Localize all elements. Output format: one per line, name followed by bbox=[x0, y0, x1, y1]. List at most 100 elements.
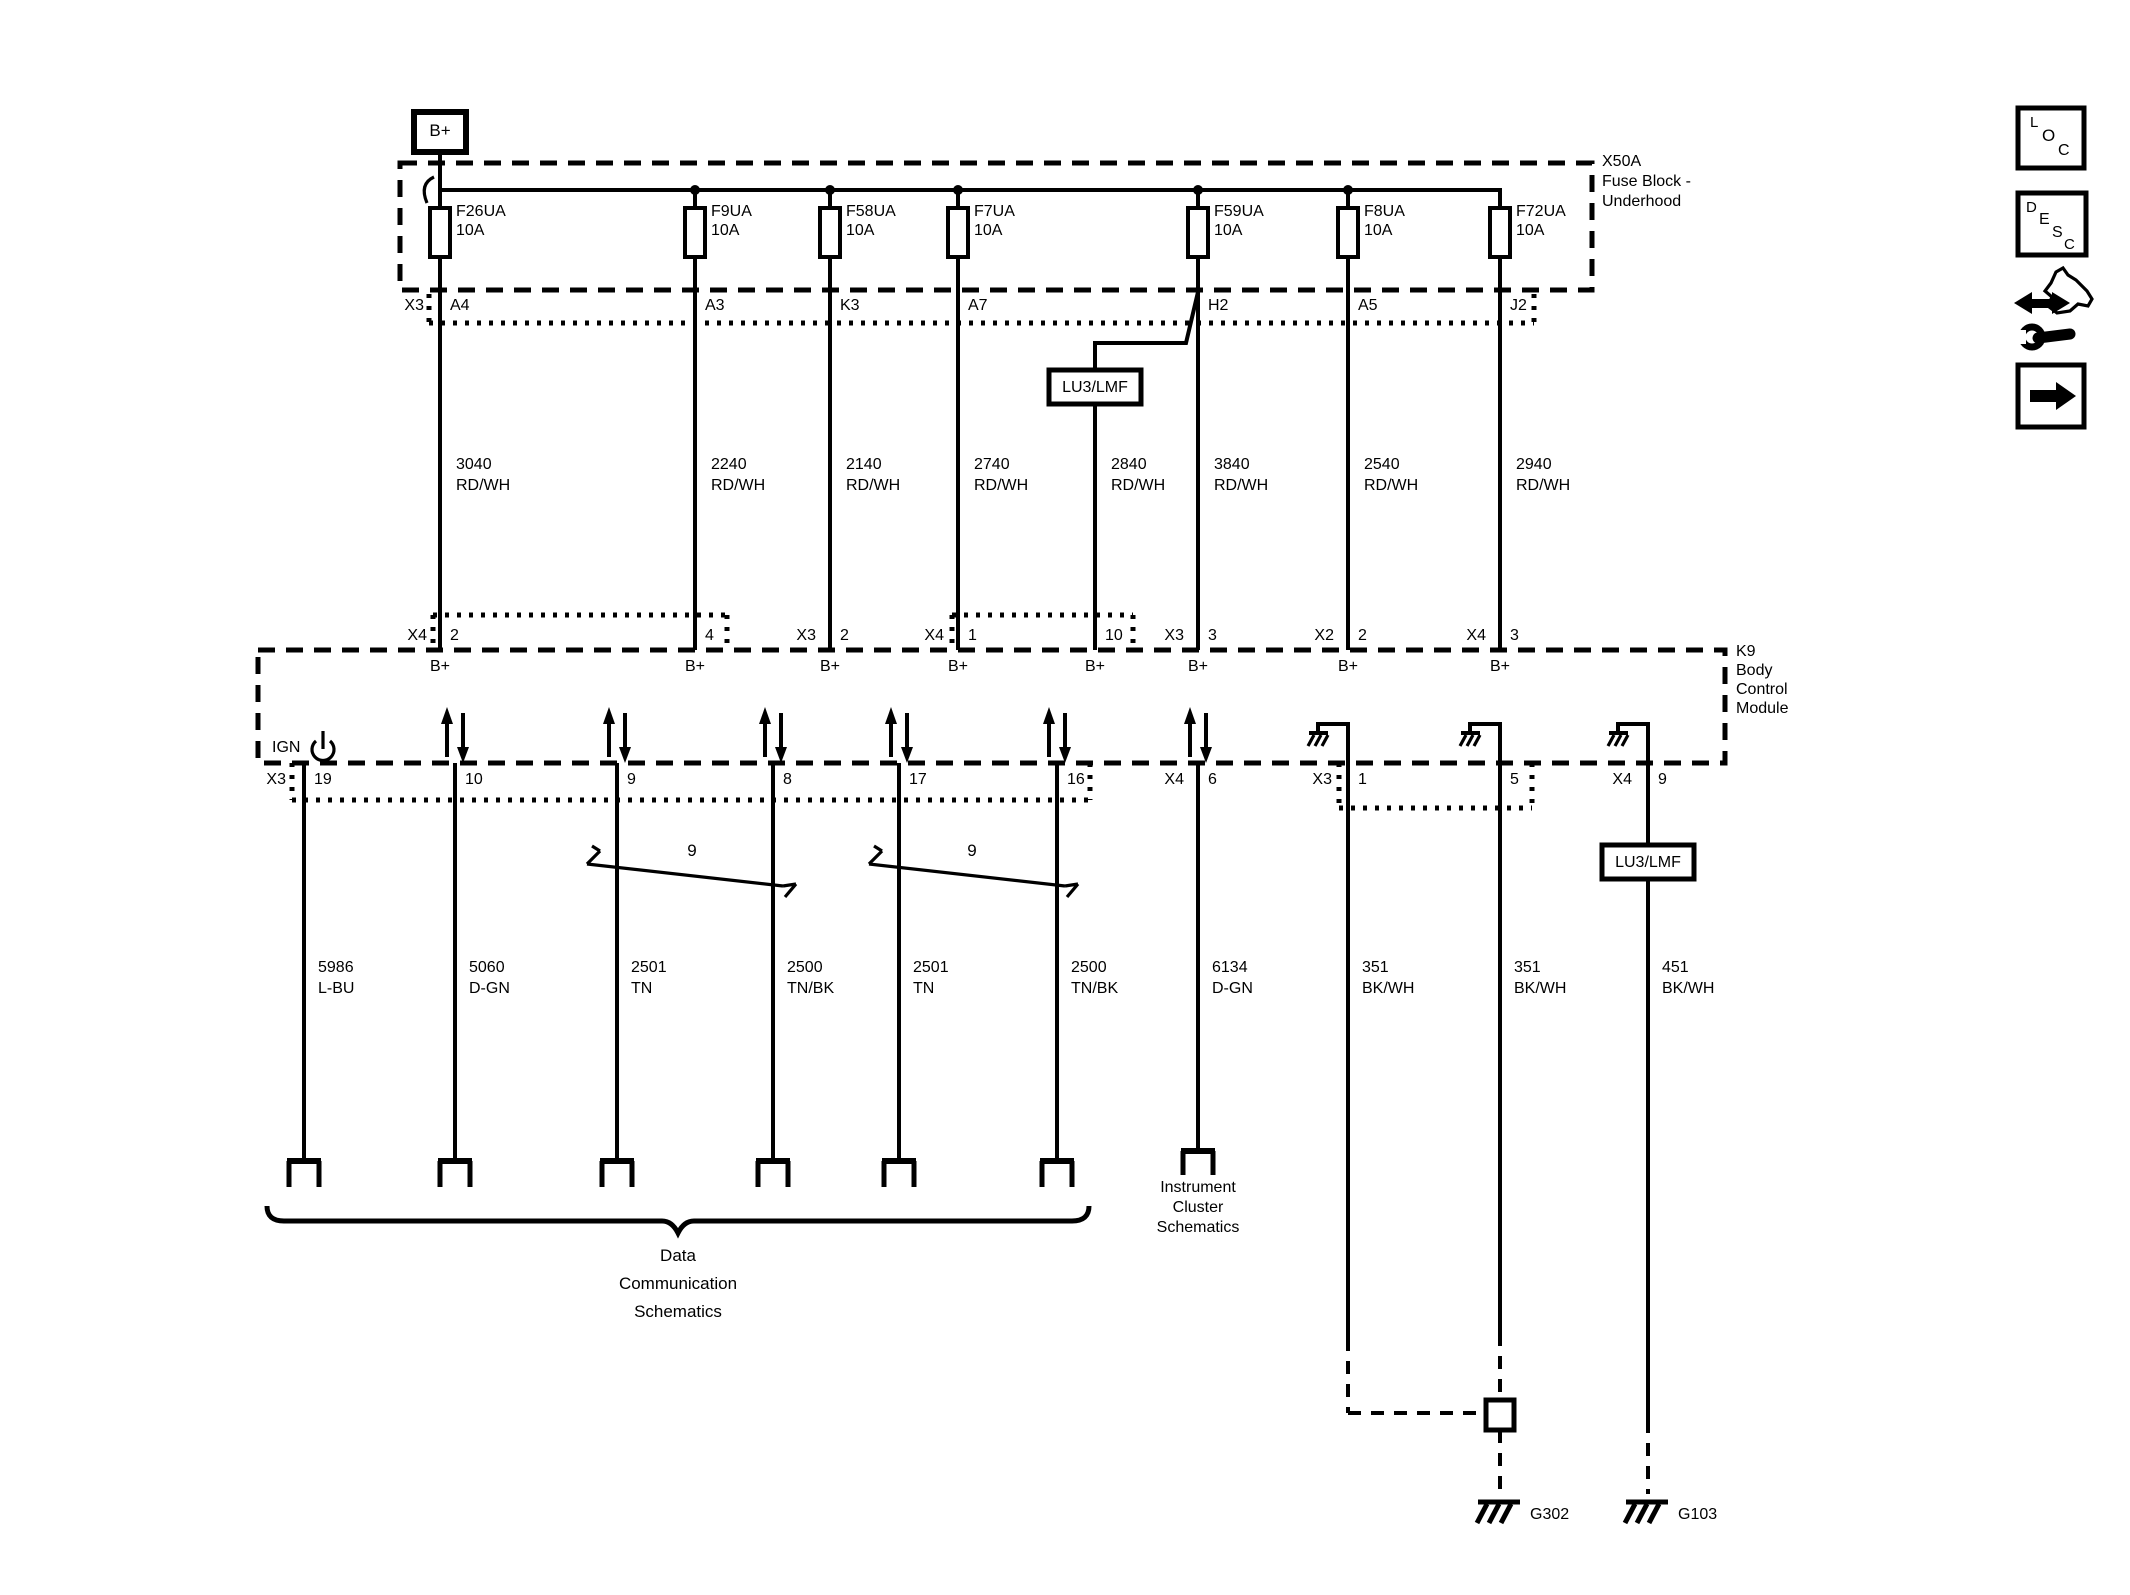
option-callout-box-top bbox=[1046, 367, 1144, 407]
wire-circuit: 351 bbox=[1362, 959, 1389, 976]
fuse-name: F8UA bbox=[1364, 203, 1405, 220]
bcm-bottom-connector-dotted-line bbox=[289, 763, 1535, 811]
wire-color: D-GN bbox=[469, 980, 510, 997]
pin-label: 2 bbox=[450, 627, 459, 644]
fuse-block-outline bbox=[397, 160, 1595, 293]
fuse-amps: 10A bbox=[1364, 222, 1393, 239]
pin-label: 8 bbox=[783, 771, 792, 788]
pin-function-label: B+ bbox=[429, 658, 451, 675]
wire-color: D-GN bbox=[1212, 980, 1253, 997]
connector-label: X3 bbox=[1312, 771, 1332, 788]
fuse-symbols bbox=[428, 206, 1512, 259]
wire-color: TN bbox=[913, 980, 935, 997]
connector-label: X3 bbox=[266, 771, 286, 788]
data-comm-ref-line2: Communication bbox=[618, 1274, 738, 1293]
pin-label: 16 bbox=[1067, 771, 1085, 788]
fuse-symbol bbox=[818, 206, 842, 259]
pin-function-label: B+ bbox=[819, 658, 841, 675]
pin-label: 17 bbox=[909, 771, 927, 788]
data-comm-ref-line1: Data bbox=[660, 1246, 696, 1265]
pin-label: 10 bbox=[1105, 627, 1123, 644]
option-callout-bottom: LU3/LMF bbox=[1615, 854, 1681, 871]
wire-circuit: 2240 bbox=[711, 456, 747, 473]
pin-label: A3 bbox=[705, 297, 725, 314]
ground-icon-g103 bbox=[1622, 1499, 1668, 1525]
ground-icon-g302 bbox=[1474, 1499, 1520, 1525]
pin-label: 9 bbox=[1658, 771, 1667, 788]
loc-button-box[interactable] bbox=[2015, 105, 2087, 171]
fuse-name: F59UA bbox=[1214, 203, 1264, 220]
splice-junction-box bbox=[1483, 1397, 1517, 1433]
terminal-icons bbox=[286, 1148, 1216, 1187]
desc-button-letter[interactable]: C bbox=[2064, 236, 2075, 253]
pin-label: 9 bbox=[627, 771, 636, 788]
fuse-amps: 10A bbox=[1516, 222, 1545, 239]
wire-color: TN/BK bbox=[787, 980, 835, 997]
fuse-name: F72UA bbox=[1516, 203, 1566, 220]
grouping-brace bbox=[264, 1205, 1092, 1239]
wire-hook-arc bbox=[422, 175, 435, 204]
wire-color: RD/WH bbox=[1364, 477, 1419, 494]
wire-circuit: 2840 bbox=[1111, 456, 1147, 473]
loc-button-letter[interactable]: O bbox=[2042, 126, 2056, 145]
fuse-amps: 10A bbox=[711, 222, 740, 239]
wire-circuit: 2940 bbox=[1516, 456, 1552, 473]
next-view-icon[interactable] bbox=[2015, 362, 2087, 430]
wire-circuit: 2501 bbox=[913, 959, 949, 976]
pin-function-label: B+ bbox=[1337, 658, 1359, 675]
connector-label: X4 bbox=[1164, 771, 1184, 788]
bcm-top-connector-dotted-line bbox=[430, 612, 1136, 650]
loc-button-letter[interactable]: L bbox=[2030, 114, 2039, 131]
cluster-ref-line2: Cluster bbox=[1172, 1199, 1224, 1216]
module-id: K9 bbox=[1736, 643, 1756, 660]
pin-label: A5 bbox=[1358, 297, 1378, 314]
pin-label: J2 bbox=[1510, 297, 1527, 314]
wire-color: RD/WH bbox=[1214, 477, 1269, 494]
wire-color: BK/WH bbox=[1362, 980, 1415, 997]
feed-wires bbox=[438, 257, 1502, 650]
fuse-block-name-line1: Fuse Block - bbox=[1602, 173, 1691, 190]
fuse-block-name-line2: Underhood bbox=[1602, 193, 1682, 210]
wire-color: RD/WH bbox=[1516, 477, 1571, 494]
connector-label: X3 bbox=[404, 297, 424, 314]
twisted-pair-annotation bbox=[585, 844, 1080, 899]
connector-label: X3 bbox=[796, 627, 816, 644]
pin-label: 19 bbox=[314, 771, 332, 788]
internal-ground-icon bbox=[1306, 722, 1650, 763]
desc-button-letter[interactable]: S bbox=[2052, 224, 2063, 241]
connector-label: X4 bbox=[924, 627, 944, 644]
fuse-block-connector-dotted-line bbox=[426, 294, 1537, 326]
desc-button-letter[interactable]: E bbox=[2039, 211, 2050, 228]
fuse-name: F58UA bbox=[846, 203, 896, 220]
wire-circuit: 3840 bbox=[1214, 456, 1250, 473]
connector-label: X2 bbox=[1314, 627, 1334, 644]
cluster-ref-line3: Schematics bbox=[1156, 1219, 1240, 1236]
fuse-name: F9UA bbox=[711, 203, 752, 220]
wire-color: BK/WH bbox=[1662, 980, 1715, 997]
lower-wires bbox=[302, 763, 1650, 1494]
fuse-symbol bbox=[1336, 206, 1360, 259]
repair-tools-icon[interactable] bbox=[2014, 265, 2094, 351]
connector-label: X4 bbox=[407, 627, 427, 644]
wire-color: L-BU bbox=[318, 980, 355, 997]
power-bus bbox=[422, 152, 1502, 208]
option-callout-top: LU3/LMF bbox=[1062, 379, 1128, 396]
wire-color: RD/WH bbox=[711, 477, 766, 494]
module-name-line2: Control bbox=[1736, 681, 1788, 698]
pin-label: 5 bbox=[1510, 771, 1519, 788]
fuse-symbol bbox=[946, 206, 970, 259]
power-source-label: B+ bbox=[429, 121, 451, 140]
wire-circuit: 2140 bbox=[846, 456, 882, 473]
pin-function-label: B+ bbox=[684, 658, 706, 675]
pin-label: A7 bbox=[968, 297, 988, 314]
pin-function-label: B+ bbox=[947, 658, 969, 675]
loc-button-letter[interactable]: C bbox=[2058, 142, 2070, 159]
fuse-amps: 10A bbox=[974, 222, 1003, 239]
desc-button-box[interactable] bbox=[2015, 190, 2089, 258]
wire-circuit: 3040 bbox=[456, 456, 492, 473]
connector-label: X3 bbox=[1164, 627, 1184, 644]
desc-button-letter[interactable]: D bbox=[2026, 199, 2037, 216]
pin-label: 6 bbox=[1208, 771, 1217, 788]
pin-label: K3 bbox=[840, 297, 860, 314]
